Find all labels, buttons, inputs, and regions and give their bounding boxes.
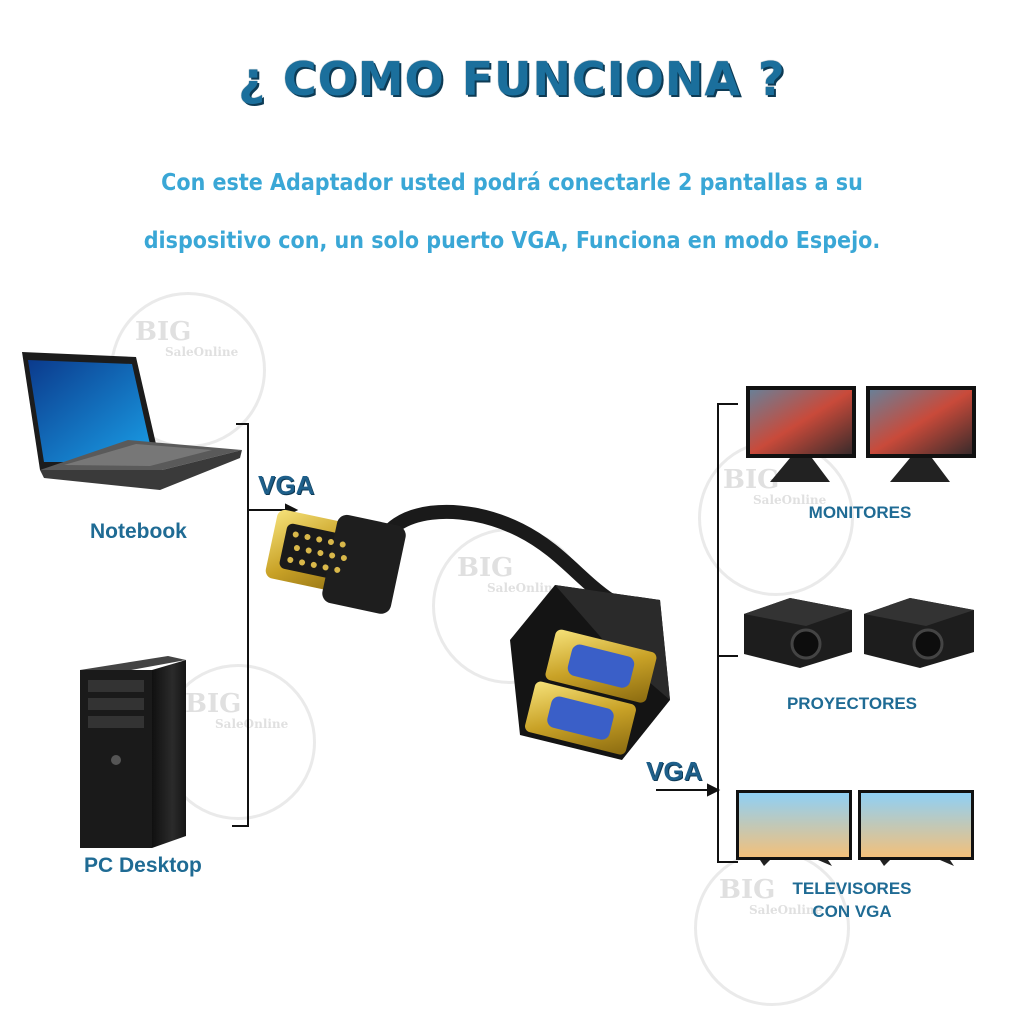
laptop-icon bbox=[22, 352, 242, 490]
monitors-label: MONITORES bbox=[808, 503, 912, 522]
desktop-tower-icon bbox=[80, 656, 186, 848]
projector-icon bbox=[864, 598, 974, 668]
vga-label-right: VGA bbox=[646, 756, 703, 786]
vga-splitter-cable-icon bbox=[265, 504, 670, 760]
right-bracket bbox=[656, 403, 738, 863]
subtitle-line-2: dispositivo con, un solo puerto VGA, Fun… bbox=[143, 228, 881, 254]
projectors-label: PROYECTORES bbox=[786, 694, 918, 713]
vga-label-left: VGA bbox=[258, 470, 315, 500]
monitor-icon bbox=[746, 386, 856, 482]
television-icon bbox=[858, 790, 974, 866]
monitor-icon bbox=[866, 386, 976, 482]
televisions-label-line-1: TELEVISORES bbox=[792, 879, 912, 898]
televisions-label-line-2: CON VGA bbox=[812, 902, 892, 921]
television-icon bbox=[736, 790, 852, 866]
subtitle-line-1: Con este Adaptador usted podrá conectarl… bbox=[161, 170, 863, 196]
projector-icon bbox=[744, 598, 852, 668]
page-title: ¿ COMO FUNCIONA ? bbox=[238, 52, 786, 106]
desktop-label: PC Desktop bbox=[84, 854, 202, 877]
notebook-label: Notebook bbox=[90, 520, 187, 543]
